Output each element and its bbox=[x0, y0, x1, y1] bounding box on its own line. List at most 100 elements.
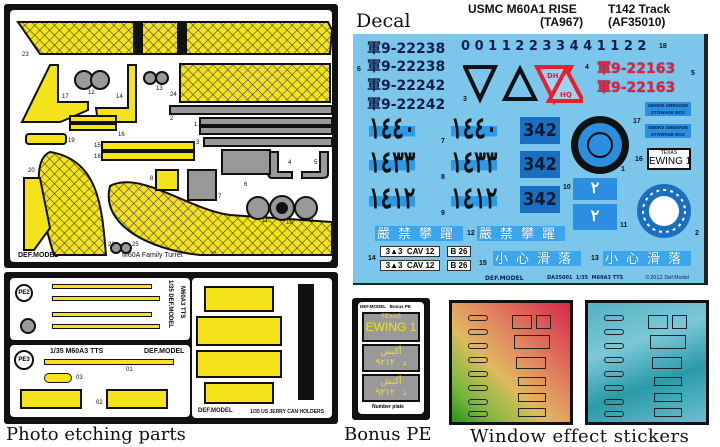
plate-name: EWING 1 bbox=[365, 320, 417, 334]
bonus-header: DEF.MODEL Bonus PE bbox=[360, 304, 411, 309]
item-number: 5 bbox=[691, 70, 695, 77]
bonus-plate-arabic: أكيش د ٩٢١٢ bbox=[362, 374, 420, 402]
texas-plate-decal: TEXAS EWING 1 bbox=[647, 148, 691, 170]
pe3-title: 1/35 M60A3 TTS bbox=[50, 348, 104, 355]
serial-red: 軍9-22163 bbox=[597, 80, 676, 96]
flag-decal: ٢ bbox=[573, 204, 617, 230]
serial-black: 軍9-22238 bbox=[367, 59, 446, 75]
jerry-can-panel: DEF.MODEL 1/35 US JERRY CAN HOLDERS bbox=[192, 278, 332, 418]
bonus-pe-fret: DEF.MODEL Bonus PE TEXAS EWING 1 أكيش د … bbox=[352, 298, 430, 420]
item-number: 6 bbox=[357, 66, 361, 73]
serial-black: 軍9-22238 bbox=[367, 41, 446, 57]
arabic-number: د ٩٢١٢ bbox=[375, 357, 407, 367]
item-number: 7 bbox=[441, 138, 445, 145]
item-number: 3 bbox=[463, 96, 467, 103]
chinese-warning: 嚴禁攀躍 bbox=[375, 226, 464, 241]
caption-photo-etching: Photo etching parts bbox=[6, 424, 186, 445]
window-sticker-warm bbox=[449, 300, 573, 425]
fret-brand: DEF.MODEL bbox=[18, 252, 59, 259]
item-number: 16 bbox=[635, 156, 643, 163]
arabic-number: ١٤٤٠ bbox=[369, 112, 416, 145]
item-number: 9 bbox=[441, 210, 445, 217]
serial-black: 軍9-22242 bbox=[367, 97, 446, 113]
item-number: 17 bbox=[633, 118, 641, 125]
window-sticker-cool bbox=[585, 300, 709, 425]
part-number: 17 bbox=[62, 94, 69, 100]
track-title: T142 Track bbox=[608, 2, 671, 16]
part-number: 4 bbox=[288, 160, 292, 166]
holder-part bbox=[196, 316, 282, 346]
strap-part bbox=[298, 284, 314, 400]
strap-part bbox=[52, 312, 152, 317]
part-number: 21 bbox=[108, 242, 115, 248]
comb-part bbox=[106, 389, 168, 409]
turret-number-box: 342 bbox=[520, 117, 560, 144]
holder-part bbox=[196, 350, 282, 378]
roc-sun-emblem-black bbox=[571, 116, 629, 174]
item-number: 1 bbox=[621, 166, 625, 173]
part-number: 25 bbox=[132, 242, 139, 248]
decal-copyright: ©2012 Def.Model bbox=[645, 275, 690, 281]
pe2-vertical-title: 1/35 DEF.MODEL bbox=[167, 280, 173, 329]
triangle-mark-dh: DH bbox=[547, 72, 559, 80]
turret-parts-drawing bbox=[16, 21, 332, 256]
part-number: 18 bbox=[94, 154, 101, 160]
decal-heading: Decal bbox=[356, 10, 411, 32]
bonus-panel: DEF.MODEL Bonus PE TEXAS EWING 1 أكيش د … bbox=[358, 302, 424, 414]
part-number: 15 bbox=[94, 143, 101, 149]
part-number: 9 bbox=[310, 218, 314, 224]
part-number: 23 bbox=[22, 52, 29, 58]
smoke-grenade-label: SMOKE GRENADE STOWAGE BOX bbox=[645, 102, 691, 116]
item-number: 2 bbox=[695, 230, 699, 237]
turret-number-box: 342 bbox=[520, 186, 560, 213]
fret-title: M60A Family Turret bbox=[122, 252, 183, 259]
decal-sheet: 軍9-22238 軍9-22238 軍9-22242 軍9-22242 6 0 … bbox=[353, 34, 708, 285]
cav-plate: 3▲3 CAV 12 bbox=[380, 246, 440, 257]
arabic-word: أكيش bbox=[380, 346, 402, 356]
pe2-panel: PE2 1/35 DEF.MODEL M60A3 TTS bbox=[10, 278, 190, 340]
pe2-badge: PE2 bbox=[15, 284, 33, 302]
strap-part bbox=[52, 296, 160, 301]
item-number: 14 bbox=[368, 255, 376, 262]
item-number: 10 bbox=[563, 184, 571, 191]
part-number: 14 bbox=[116, 94, 123, 100]
item-number: 15 bbox=[479, 260, 487, 267]
part-number: 19 bbox=[68, 138, 75, 144]
decal-product: DA35001 1/35 M60A3 TTS bbox=[547, 275, 624, 281]
item-number: 18 bbox=[659, 43, 667, 50]
part-number: 01 bbox=[126, 367, 133, 373]
part-number: 1 bbox=[194, 122, 198, 128]
strap-part bbox=[52, 284, 152, 289]
bonus-plate-texas: TEXAS EWING 1 bbox=[362, 312, 420, 342]
caption-window-stickers: Window effect stickers bbox=[470, 426, 690, 447]
rise-title: USMC M60A1 RISE bbox=[468, 2, 577, 16]
pe3-badge: PE3 bbox=[14, 350, 34, 370]
serial-red: 軍9-22163 bbox=[597, 61, 676, 77]
track-code: (AF35010) bbox=[608, 15, 666, 29]
chinese-warning: 小心滑落 bbox=[603, 251, 692, 266]
part-number: 2 bbox=[170, 116, 174, 122]
item-number: 8 bbox=[441, 174, 445, 181]
chinese-warning: 嚴禁攀躍 bbox=[477, 226, 566, 241]
item-number: 4 bbox=[585, 64, 589, 71]
arabic-number: د ٩٢١٢ bbox=[375, 387, 407, 397]
turret-number-box: 342 bbox=[520, 151, 560, 178]
fret-panel: DEF.MODEL M60A Family Turret 23 12 13 17… bbox=[10, 10, 332, 262]
b-plate: B 26 bbox=[447, 246, 471, 257]
triangle-markings bbox=[463, 65, 583, 105]
bonus-footer: Number plate bbox=[372, 404, 404, 410]
holder-part bbox=[204, 286, 274, 312]
pe-fret-tts: PE2 1/35 DEF.MODEL M60A3 TTS PE3 1/35 M6… bbox=[4, 272, 338, 424]
pe-fret-turret: DEF.MODEL M60A Family Turret 23 12 13 17… bbox=[4, 4, 338, 268]
serial-black: 軍9-22242 bbox=[367, 78, 446, 94]
part-number: 20 bbox=[28, 168, 35, 174]
triangle-mark-hq: HQ bbox=[560, 91, 572, 99]
cav-plate: 3▲3 CAV 12 bbox=[380, 260, 440, 271]
part-number: 22 bbox=[210, 252, 217, 258]
arabic-number: ١٤١٢ bbox=[369, 182, 416, 215]
plate-name: EWING 1 bbox=[649, 156, 692, 167]
link-part bbox=[44, 373, 72, 383]
part-number: 7 bbox=[218, 194, 222, 200]
strap-part bbox=[52, 324, 160, 329]
digits-row: 0 0 1 1 2 2 3 3 4 4 1 1 2 2 bbox=[461, 39, 647, 54]
